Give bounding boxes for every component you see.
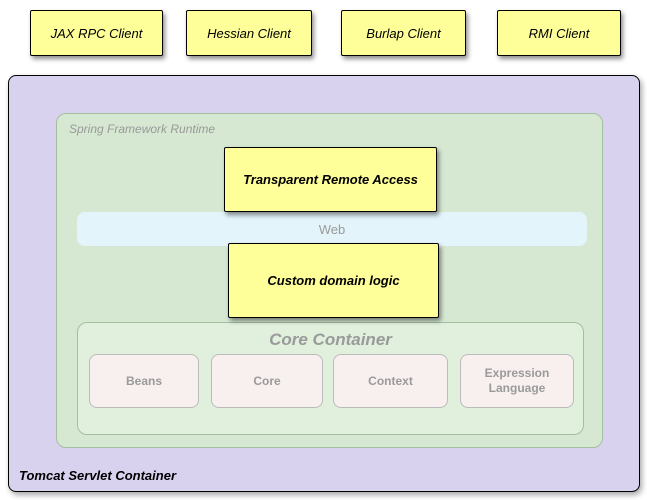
- module-label: Expression Language: [484, 366, 550, 395]
- core-module-core: Core: [211, 354, 323, 408]
- tomcat-servlet-container-box: Spring Framework Runtime Transparent Rem…: [8, 75, 640, 492]
- core-container-box: Core Container Beans Core Context Expres…: [77, 322, 584, 435]
- transparent-remote-access-box: Transparent Remote Access: [224, 147, 437, 212]
- client-label: Hessian Client: [207, 25, 291, 41]
- core-module-context: Context: [333, 354, 448, 408]
- client-box-jax-rpc: JAX RPC Client: [30, 10, 163, 56]
- client-box-burlap: Burlap Client: [341, 10, 466, 56]
- module-label: Beans: [125, 373, 163, 388]
- web-layer-bar: Web: [77, 212, 587, 246]
- remote-access-label: Transparent Remote Access: [243, 172, 418, 187]
- core-module-beans: Beans: [89, 354, 199, 408]
- module-label: Core: [253, 373, 281, 388]
- core-module-expression-language: Expression Language: [460, 354, 574, 408]
- client-box-hessian: Hessian Client: [186, 10, 312, 56]
- client-box-rmi: RMI Client: [497, 10, 621, 56]
- tomcat-container-label: Tomcat Servlet Container: [19, 468, 177, 483]
- domain-logic-label: Custom domain logic: [267, 273, 400, 288]
- core-container-label: Core Container: [269, 330, 392, 349]
- spring-framework-runtime-box: Spring Framework Runtime Transparent Rem…: [56, 113, 603, 448]
- client-label: Burlap Client: [366, 25, 441, 41]
- client-label: JAX RPC Client: [50, 25, 143, 41]
- web-label: Web: [318, 221, 346, 237]
- custom-domain-logic-box: Custom domain logic: [228, 243, 439, 318]
- spring-runtime-label: Spring Framework Runtime: [69, 122, 216, 136]
- module-label: Context: [368, 373, 413, 388]
- client-label: RMI Client: [528, 25, 590, 41]
